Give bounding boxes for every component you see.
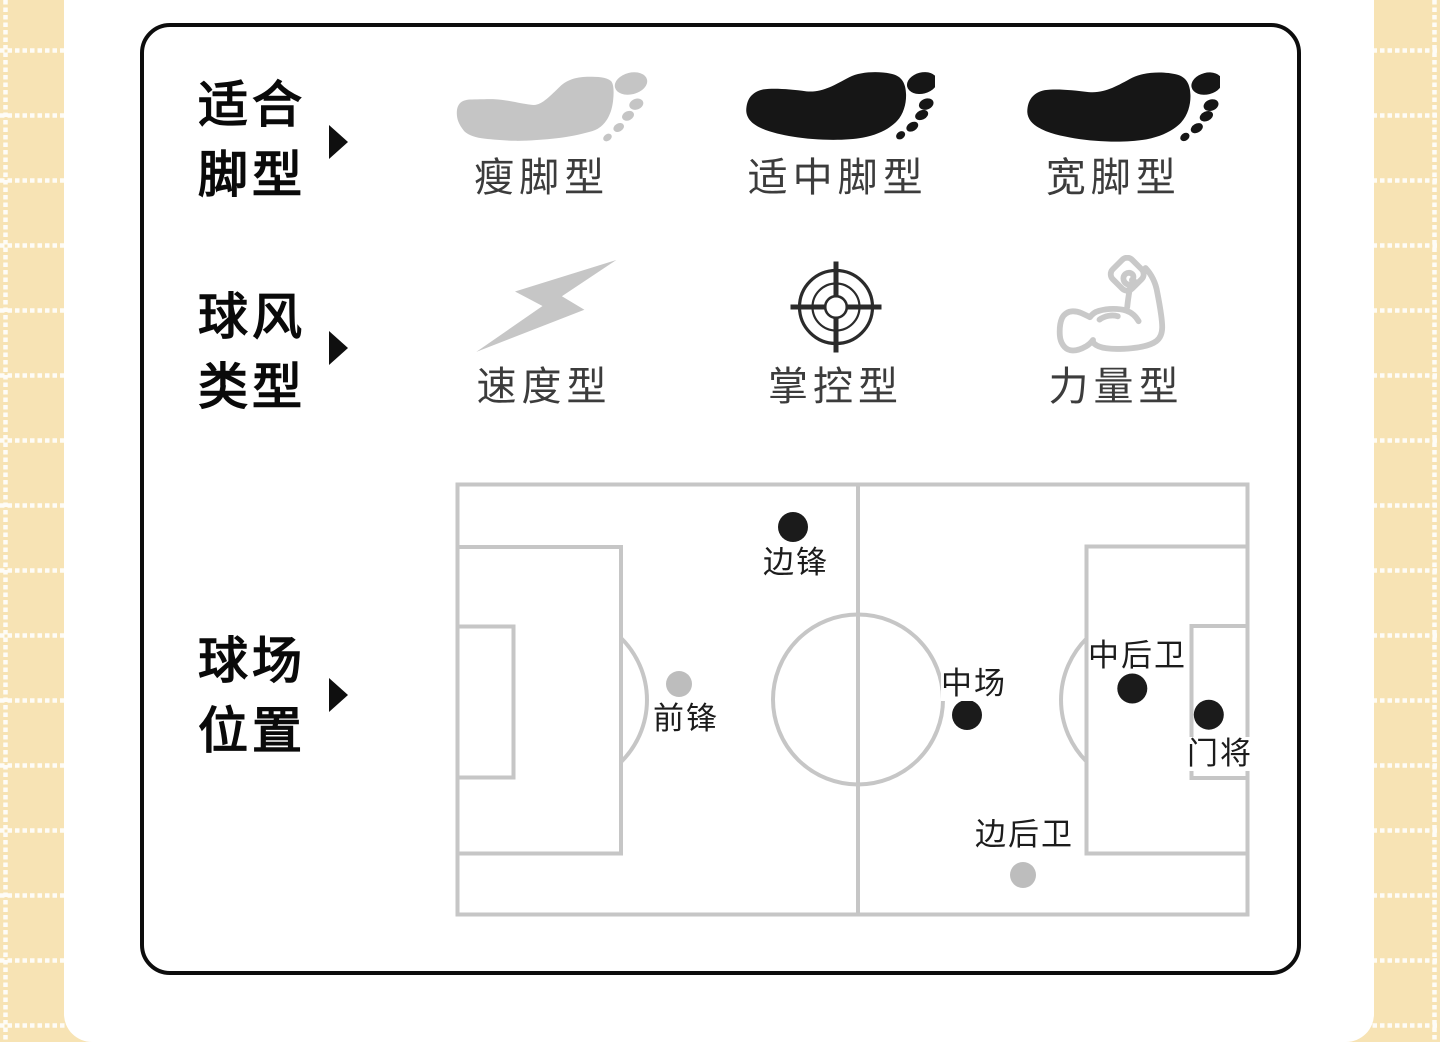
row-header-play-style-line2: 类型 <box>198 358 306 415</box>
dot-center-back <box>1117 673 1148 704</box>
label-full-back: 边后卫 <box>975 816 1074 852</box>
label-speed: 速度型 <box>476 364 612 409</box>
label-center-back: 中后卫 <box>1088 638 1187 673</box>
pitch-left-penalty-arc <box>619 636 649 764</box>
dot-forward <box>666 671 692 697</box>
arrow-right-icon-row3 <box>329 677 348 712</box>
row-header-foot-type: 适合 脚型 <box>198 70 306 210</box>
row-header-field-position: 球场 位置 <box>198 626 306 766</box>
outline-card <box>140 23 1301 975</box>
arrow-right-icon-row2 <box>329 331 348 365</box>
row-header-field-position-line2: 位置 <box>198 702 306 759</box>
label-goalkeeper: 门将 <box>1187 736 1253 771</box>
pitch-left-goal-box <box>455 624 516 780</box>
label-winger: 边锋 <box>763 545 829 580</box>
dot-full-back <box>1010 862 1036 888</box>
lightning-icon <box>476 260 617 352</box>
pitch-right-penalty-box <box>1084 544 1250 856</box>
footprint-wide-icon <box>1027 72 1220 142</box>
row-header-play-style: 球风 类型 <box>198 282 306 422</box>
label-foot-medium: 适中脚型 <box>747 156 928 200</box>
pitch-left-penalty-box <box>455 545 623 856</box>
row-header-foot-type-line1: 适合 <box>198 77 306 133</box>
target-icon <box>790 261 882 353</box>
label-midfielder: 中场 <box>941 666 1007 701</box>
label-power: 力量型 <box>1048 364 1184 409</box>
pitch-right-penalty-arc <box>1059 636 1089 764</box>
footprint-medium-icon <box>746 72 935 140</box>
dot-midfielder <box>952 700 982 730</box>
label-forward: 前锋 <box>653 701 719 736</box>
muscle-arm-icon <box>1056 255 1166 354</box>
pitch-right-goal-box <box>1189 624 1250 780</box>
row-header-foot-type-line2: 脚型 <box>198 147 306 203</box>
label-control: 掌控型 <box>768 364 903 409</box>
footprint-thin-icon <box>456 72 648 142</box>
label-foot-thin: 瘦脚型 <box>474 156 610 200</box>
arrow-right-icon-row1 <box>329 124 348 159</box>
dot-goalkeeper <box>1193 699 1224 730</box>
label-foot-wide: 宽脚型 <box>1045 156 1181 200</box>
row-header-play-style-line1: 球风 <box>198 288 306 345</box>
dot-winger <box>778 512 808 542</box>
row-header-field-position-line1: 球场 <box>198 632 306 689</box>
football-pitch-diagram <box>455 482 1250 917</box>
